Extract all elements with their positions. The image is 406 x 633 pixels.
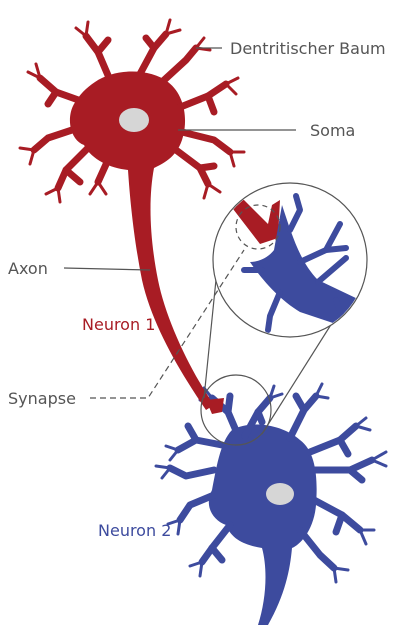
neuron-1-label: Neuron 1 — [82, 315, 155, 334]
neuron-2-soma-body — [209, 425, 317, 625]
neuron-1 — [20, 20, 244, 414]
neuron-1-nucleus — [119, 108, 149, 132]
axon-label: Axon — [8, 259, 48, 278]
axon-terminal — [206, 398, 224, 414]
axon-leader-line — [64, 268, 150, 270]
neuron-2-nucleus — [266, 483, 294, 505]
dendrite-tree-label: Dentritischer Baum — [230, 39, 386, 58]
synapse-label: Synapse — [8, 389, 76, 408]
soma-label: Soma — [310, 121, 355, 140]
synapse-magnified-view — [213, 183, 367, 337]
neuron-2-label: Neuron 2 — [98, 521, 171, 540]
